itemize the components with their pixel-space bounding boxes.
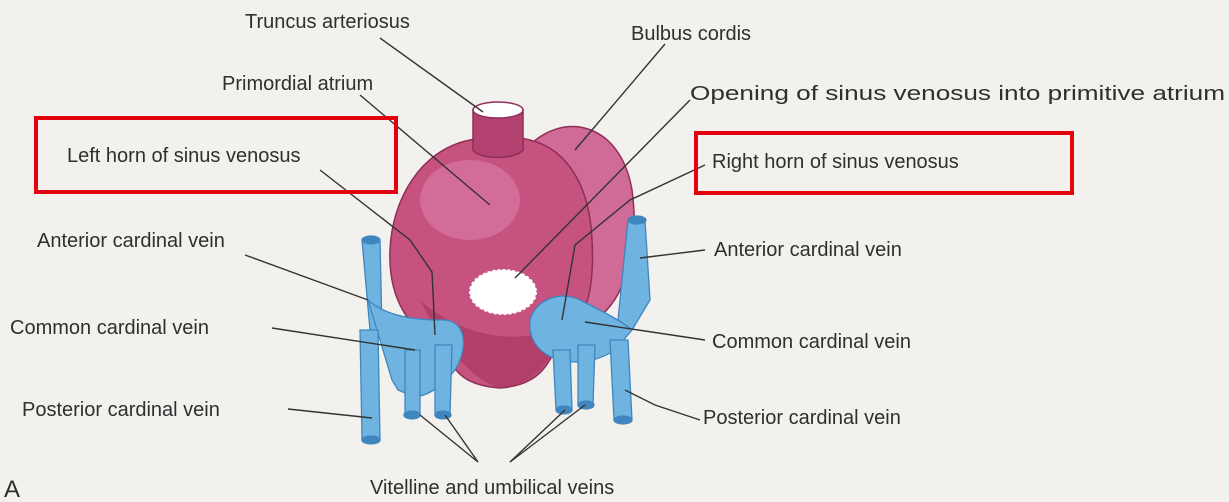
right-anterior-cardinal-top	[628, 216, 646, 224]
left-umbilical-end	[435, 411, 451, 419]
left-posterior-cardinal-vein	[360, 330, 380, 440]
left-posterior-cardinal-end	[362, 436, 380, 444]
label-vitelline-umbilical: Vitelline and umbilical veins	[370, 477, 614, 499]
atrium-highlight	[420, 160, 520, 240]
leader-vitelline-right	[510, 410, 565, 462]
right-posterior-cardinal-end	[614, 416, 632, 424]
label-common-cardinal-left: Common cardinal vein	[10, 317, 209, 339]
label-right-horn: Right horn of sinus venosus	[712, 151, 959, 173]
left-vitelline-vein	[405, 350, 420, 415]
label-anterior-cardinal-left: Anterior cardinal vein	[37, 230, 225, 252]
panel-letter: A	[4, 476, 20, 502]
label-bulbus-cordis: Bulbus cordis	[631, 23, 751, 45]
leader-left-anterior	[245, 255, 368, 300]
right-posterior-cardinal-vein	[610, 340, 632, 420]
label-anterior-cardinal-right: Anterior cardinal vein	[714, 239, 902, 261]
label-common-cardinal-right: Common cardinal vein	[712, 331, 911, 353]
label-truncus-arteriosus: Truncus arteriosus	[245, 11, 410, 33]
leader-left-posterior	[288, 409, 372, 418]
leader-vitelline-left	[420, 415, 478, 462]
left-vitelline-end	[404, 411, 420, 419]
left-umbilical-vein	[435, 345, 452, 415]
label-opening-sinus-venosus: Opening of sinus venosus into primitive …	[690, 83, 1225, 105]
sinus-venosus-opening	[470, 270, 536, 314]
left-anterior-cardinal-top	[362, 236, 380, 244]
label-posterior-cardinal-right: Posterior cardinal vein	[703, 407, 901, 429]
leader-right-anterior	[640, 250, 705, 258]
leader-truncus	[380, 38, 483, 112]
leader-bulbus	[575, 44, 665, 150]
label-left-horn: Left horn of sinus venosus	[67, 145, 300, 167]
leader-right-posterior	[625, 390, 700, 420]
leader-vitelline-right2	[510, 405, 585, 462]
right-vitelline-vein	[553, 350, 572, 410]
label-posterior-cardinal-left: Posterior cardinal vein	[22, 399, 220, 421]
right-umbilical-vein	[578, 345, 595, 405]
label-primordial-atrium: Primordial atrium	[222, 73, 373, 95]
